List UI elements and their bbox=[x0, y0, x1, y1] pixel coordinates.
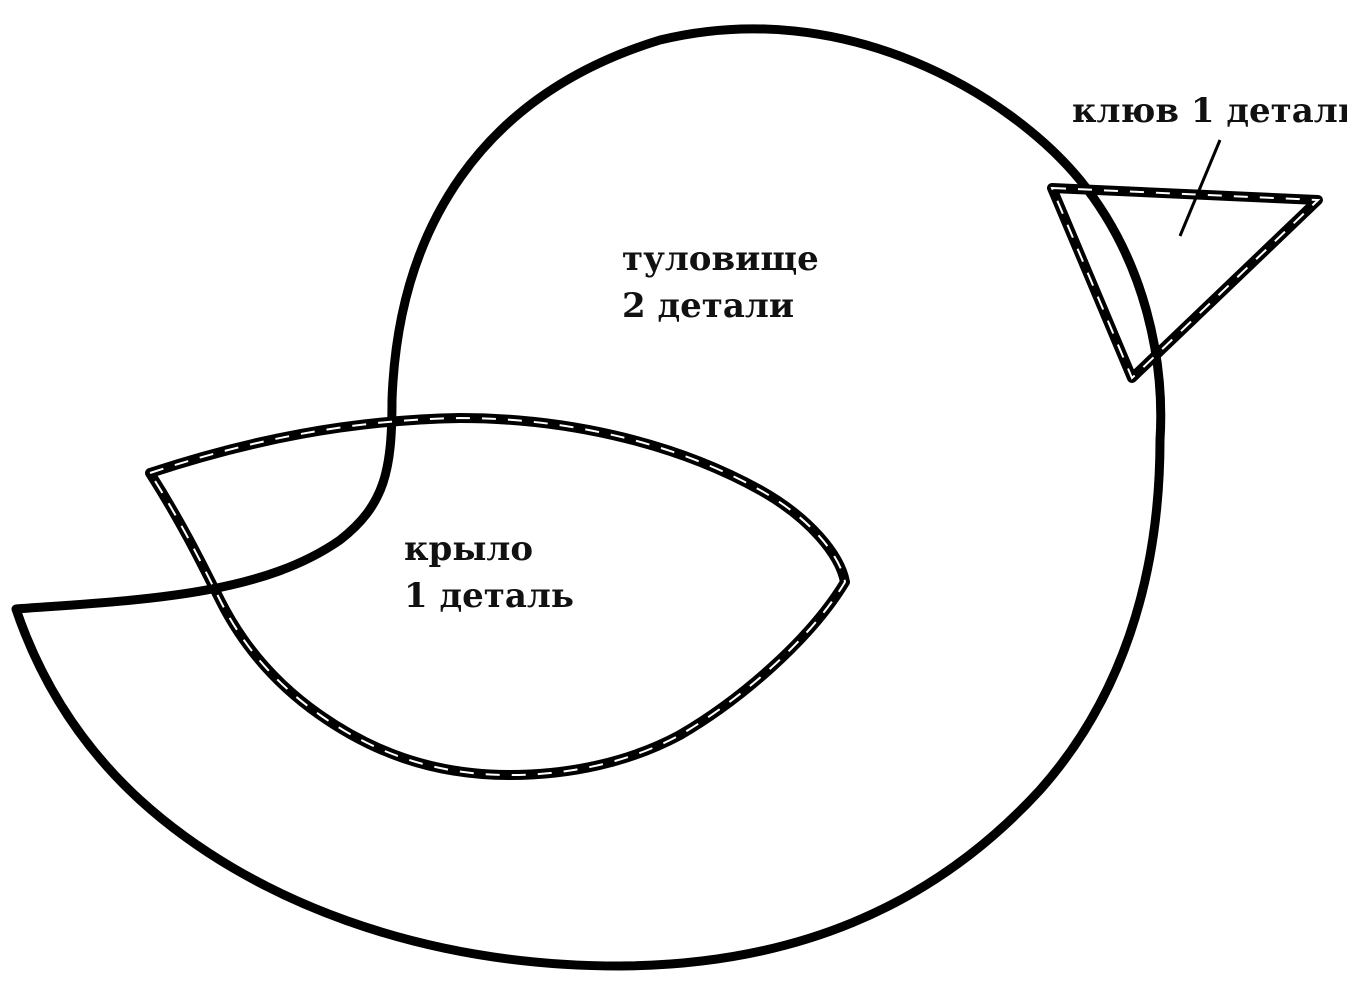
wing-label-line2: 1 деталь bbox=[404, 576, 574, 616]
body-label-line2: 2 детали bbox=[622, 286, 794, 326]
body-label-line1: туловище bbox=[622, 239, 819, 279]
beak-label: клюв 1 деталь bbox=[1072, 91, 1347, 131]
beak-dash-pattern bbox=[1052, 188, 1318, 378]
body-outline bbox=[16, 29, 1161, 966]
beak-pointer-line bbox=[1180, 140, 1220, 236]
wing-label-line1: крыло bbox=[404, 529, 533, 569]
